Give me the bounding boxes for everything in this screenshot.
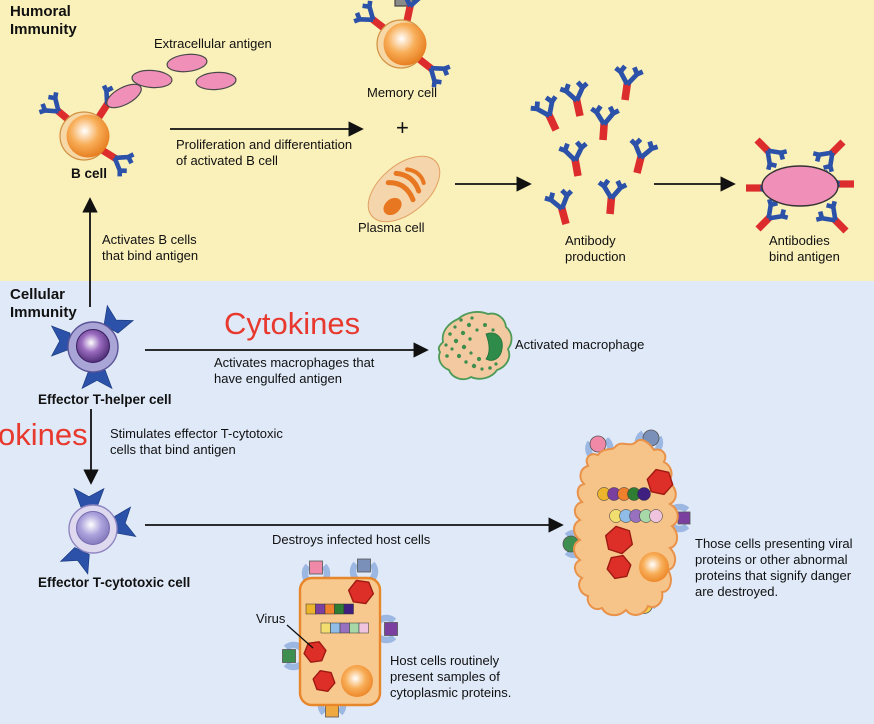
presented-protein-green [282, 649, 296, 663]
arrows [82, 121, 736, 533]
effector-t-helper-label: Effector T-helper cell [38, 392, 172, 407]
virus-particles-destroyed [604, 468, 674, 580]
infected-host-cell [282, 558, 398, 718]
humoral-section-background [0, 0, 874, 281]
virus-pointer-line [286, 624, 314, 649]
presented-blob-purple [677, 511, 691, 525]
bound-antigen [106, 83, 142, 109]
virus-label: Virus [256, 611, 286, 626]
effector-t-helper-cell [51, 305, 134, 389]
b-cell [37, 80, 142, 178]
denatured-protein-row-1 [597, 487, 651, 501]
antibody-cluster [529, 65, 658, 228]
cellular-title: Cellular Immunity [10, 286, 77, 321]
extracellular-antigens [131, 53, 237, 91]
antibody-production-label: Antibody production [565, 233, 626, 265]
cytokines-label-cropped: okines [0, 417, 88, 452]
denatured-protein-row-2 [609, 509, 663, 523]
host-cell-vesicle [341, 665, 373, 697]
virus-particles [303, 579, 375, 693]
extracellular-antigen-label: Extracellular antigen [154, 36, 272, 51]
humoral-title: Humoral Immunity [10, 3, 77, 38]
effector-t-cytotoxic-label: Effector T-cytotoxic cell [38, 575, 191, 590]
cellular-section-background [0, 281, 874, 724]
antigen-antibody-complex [746, 131, 855, 240]
destroyed-cell-vesicle [639, 552, 669, 582]
stimulates-label: Stimulates effector T-cytotoxic cells th… [110, 426, 283, 458]
destroyed-host-cell [562, 430, 691, 616]
presented-blob-pink [589, 435, 607, 453]
memory-cell [352, 0, 452, 89]
macrophage-nucleus [485, 332, 503, 361]
presented-protein-purple [384, 622, 398, 636]
presented-protein-slate [357, 558, 371, 573]
destroyed-cells-note: Those cells presenting viral proteins or… [695, 536, 853, 600]
memory-cell-label: Memory cell [367, 85, 438, 100]
proliferation-label: Proliferation and differentiation of act… [176, 137, 353, 169]
activates-b-cells-label: Activates B cells that bind antigen [102, 232, 199, 264]
destroys-label: Destroys infected host cells [272, 532, 431, 547]
host-cells-note: Host cells routinely present samples of … [390, 653, 512, 701]
cytoplasmic-protein-row-2 [320, 622, 369, 634]
activates-macrophages-label: Activates macrophages that have engulfed… [214, 355, 375, 387]
cytoplasmic-protein-row-1 [305, 603, 354, 615]
antibodies-bind-antigen-label: Antibodies bind antigen [769, 233, 840, 265]
plasma-cell-label: Plasma cell [358, 220, 425, 235]
activated-macrophage-label: Activated macrophage [515, 337, 645, 352]
plasma-cell [367, 155, 441, 223]
plus-sign: + [396, 115, 409, 140]
b-cell-label: B cell [71, 166, 108, 181]
presented-protein-pink [309, 560, 323, 575]
macrophage-granules [444, 316, 498, 371]
cytokines-label: Cytokines [224, 306, 361, 341]
activated-macrophage [437, 311, 513, 381]
effector-t-cytotoxic-cell [60, 488, 137, 575]
